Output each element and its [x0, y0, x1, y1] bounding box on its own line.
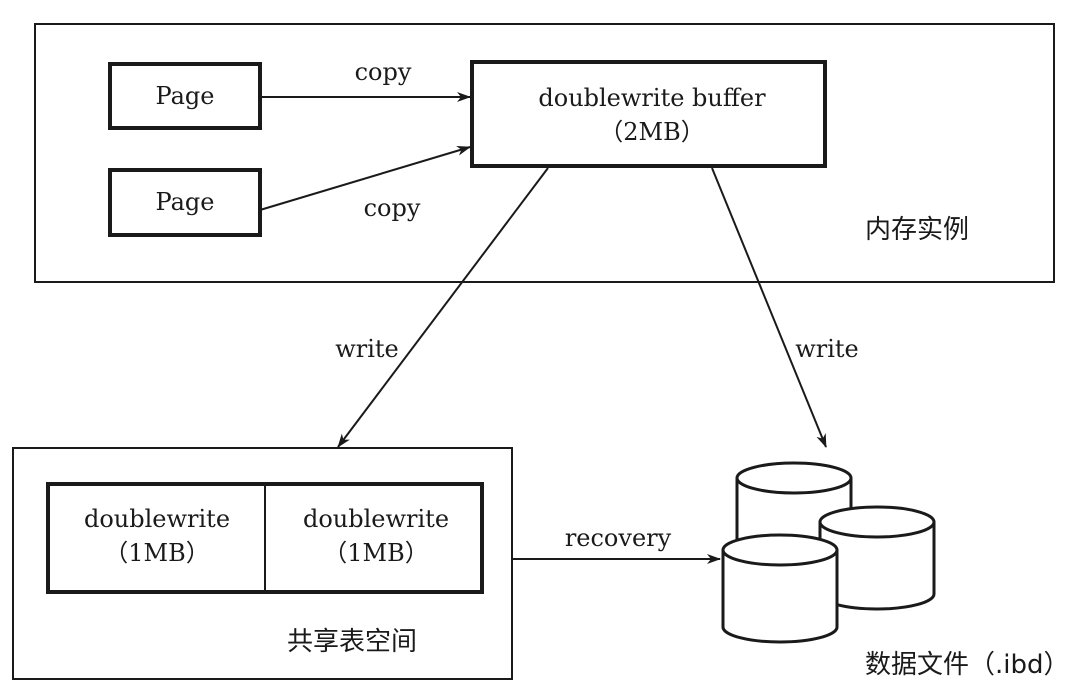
memory-instance-box [34, 23, 1055, 283]
write-arrow-left [337, 167, 549, 448]
write-arrow-right [711, 167, 827, 448]
page-label-1: Page [156, 82, 215, 110]
shared-tablespace-label: 共享表空间 [287, 627, 417, 657]
page-box-2 [108, 168, 262, 237]
shared-tablespace-box [12, 447, 513, 680]
cylinder-back-top [735, 461, 853, 495]
doublewrite-buffer-title: doublewrite buffer [538, 84, 766, 112]
cylinder-right-top [818, 505, 936, 539]
cylinder-front [721, 550, 839, 644]
write-label-left: write [335, 335, 399, 363]
memory-instance-label: 内存实例 [865, 215, 969, 245]
database-cylinders-icon [721, 461, 936, 644]
segment-1-title: doublewrite [84, 505, 230, 533]
segment-1-size: （1MB） [104, 539, 209, 567]
segment-2-title: doublewrite [303, 505, 449, 533]
copy-label-2: copy [364, 194, 421, 222]
cylinder-front-top [721, 533, 839, 567]
data-files-label: 数据文件（.ibd） [865, 650, 1070, 680]
doublewrite-buffer-box [470, 60, 827, 168]
page-label-2: Page [156, 188, 215, 216]
segment-2-size: （1MB） [323, 539, 428, 567]
copy-label-1: copy [355, 58, 412, 86]
page-box-1 [108, 62, 262, 130]
doublewrite-buffer-size: （2MB） [599, 118, 704, 146]
recovery-label: recovery [565, 524, 672, 552]
copy-arrow-2 [259, 145, 471, 211]
write-label-right: write [795, 335, 859, 363]
